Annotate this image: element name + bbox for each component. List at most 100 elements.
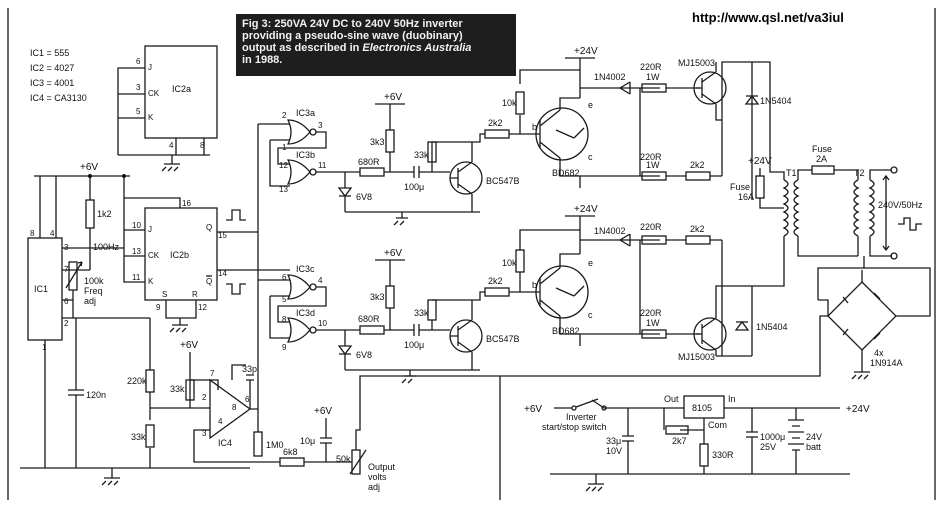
legend-ic1: IC1 = 555 (30, 48, 70, 58)
r680-top-label: 680R (358, 157, 380, 167)
gate-ic3b-bubble (309, 168, 317, 176)
d1n5404-top (744, 94, 760, 105)
r2k2-top-label: 2k2 (488, 118, 503, 128)
top-output-wires (580, 87, 660, 177)
ic2b-pin-14: 14 (218, 269, 227, 278)
c100u-bot-label: 100μ (404, 340, 424, 350)
ic2b-pin-s: S (162, 290, 167, 299)
ic4-pin-2: 2 (202, 393, 207, 402)
c10u-label: 10μ (300, 436, 315, 446)
resistor-1m0 (253, 431, 263, 457)
ic2b-pin-12: 12 (198, 303, 207, 312)
waveform-qbar (226, 283, 246, 295)
resistor-680r-bot (359, 325, 385, 335)
q-bc547-top-leads (450, 142, 473, 212)
legend-ic2: IC2 = 4027 (30, 63, 75, 73)
r220-bot2-label: 220R (640, 308, 662, 318)
r33k-top-label: 33k (414, 150, 429, 160)
ic2a-pin-8: 8 (200, 141, 205, 150)
ic3d-pin-8: 8 (282, 315, 287, 324)
resistor-33k-bot (427, 299, 437, 321)
q-bd-top-c: c (588, 152, 593, 162)
ic3d-pin-10: 10 (318, 319, 327, 328)
regulator-label: 8105 (692, 403, 712, 413)
bot-driver-wires-1 (345, 259, 405, 331)
ground-top-driver (393, 212, 408, 226)
ic3a-label: IC3a (296, 108, 315, 118)
resistor-3k3-top (385, 129, 395, 153)
q-bd-bot-b: b (532, 280, 537, 290)
c100u-bot (384, 324, 450, 336)
r680-bot-label: 680R (358, 314, 380, 324)
d1n5404-top-label: 1N5404 (760, 96, 792, 106)
q-bd-bot-label: BD682 (552, 326, 580, 336)
c1000u (746, 408, 758, 474)
q-bd682-top-leads (509, 109, 585, 159)
bridge-rectifier (827, 281, 897, 351)
outv-a: Output (368, 462, 396, 472)
zener-6v8-top (337, 172, 353, 212)
rail-6v-ic4: +6V (180, 340, 198, 351)
bridge-feedback (780, 270, 863, 377)
gate-ic3b (286, 159, 311, 185)
source-url: http://www.qsl.net/va3iul (692, 10, 844, 25)
r2k7-label: 2k7 (672, 436, 687, 446)
c100u-top (384, 166, 450, 178)
pot-arrow (65, 261, 83, 289)
legend-ic4: IC4 = CA3130 (30, 93, 87, 103)
resistor-220k (145, 369, 155, 393)
resistor-10k-top (515, 91, 525, 115)
ic2a-pin-ck: CK (148, 89, 160, 98)
gate-ic3c-bubble (309, 283, 317, 291)
waveform-output (898, 217, 922, 231)
bridge-diodes (842, 292, 881, 340)
ic4-pin-8: 8 (232, 403, 237, 412)
t2-secondary (868, 179, 875, 237)
ic3cd-wires (258, 269, 345, 339)
resistor-10k-bot (515, 249, 525, 273)
ic4-wires (149, 318, 219, 468)
ic2a-pin-4: 4 (169, 141, 174, 150)
pot-50k (351, 449, 361, 475)
output-arrow (882, 174, 890, 252)
q-bd682-bot (535, 265, 589, 319)
d1n4002-top (565, 57, 640, 98)
reg-in-label: In (728, 394, 736, 404)
batt-label-b: batt (806, 442, 822, 452)
outv-c: adj (368, 482, 380, 492)
rail-6v-in: +6V (524, 404, 542, 415)
r2k2-bot2-label: 2k2 (690, 224, 705, 234)
fuse16-value: 16A (738, 192, 754, 202)
fuse-2a (811, 165, 835, 175)
ic2b-pin-k: K (148, 277, 154, 286)
pot100k-adj: adj (84, 296, 96, 306)
bridge-wires (818, 299, 931, 372)
rail-24v-out: +24V (846, 404, 870, 415)
rail-24v-fuse: +24V (748, 156, 772, 167)
r33k-b-label: 33k (131, 432, 146, 442)
bridge-type: 1N914A (870, 358, 903, 368)
title-line-1: Fig 3: 250VA 24V DC to 240V 50Hz inverte… (242, 18, 463, 30)
d1n5404-bot (734, 320, 750, 331)
ic4-opamp (209, 378, 252, 440)
fuse2-value: 2A (816, 154, 827, 164)
d1n5404-bot-label: 1N5404 (756, 322, 788, 332)
c1000-volts: 25V (760, 442, 776, 452)
ic2b-pin-16: 16 (182, 199, 191, 208)
fuse2-label: Fuse (812, 144, 832, 154)
ic2b-pin-j: J (148, 225, 152, 234)
ic2b-body (144, 207, 218, 301)
ic2b-pin-q: Q (206, 223, 212, 232)
switch-label-b: start/stop switch (542, 422, 607, 432)
c33u-volts: 10V (606, 446, 622, 456)
rail-6v-top: +6V (384, 92, 402, 103)
start-stop-switch[interactable] (575, 398, 599, 408)
ic4-label: IC4 (218, 438, 232, 448)
output-terminal-b (890, 252, 898, 260)
bd682-top-wires (519, 69, 581, 188)
title-line-2: providing a pseudo-sine wave (duobinary) (242, 30, 463, 42)
r33k-a-label: 33k (170, 384, 185, 394)
r1m0-label: 1M0 (266, 440, 284, 450)
reg-out-label: Out (664, 394, 679, 404)
d1n4002-bot-label: 1N4002 (594, 226, 626, 236)
